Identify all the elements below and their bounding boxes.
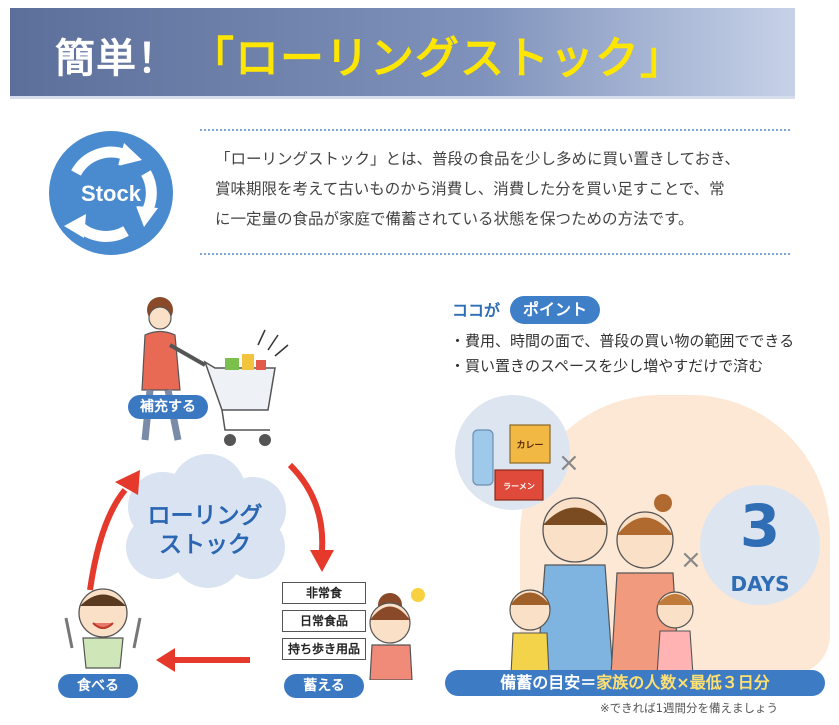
step-eat-label: 食べる [58, 674, 138, 698]
times-symbol-1: × [558, 448, 580, 478]
stock-cycle-icon: Stock [49, 131, 173, 255]
cycle-center-line-2: ストック [159, 532, 251, 558]
food-items-illustration: カレー ラーメン [472, 424, 551, 501]
store-item-daily-food: 日常食品 [282, 610, 366, 632]
guideline-note: ※できれば1週間分を備えましょう [600, 701, 778, 715]
cloud-shape [126, 454, 286, 588]
store-item-carry-goods: 持ち歩き用品 [282, 638, 366, 660]
divider-bottom [200, 253, 790, 255]
step-store-label: 蓄える [284, 674, 364, 698]
point-badge: ポイント [510, 296, 600, 324]
divider-top [200, 129, 790, 131]
guideline-prefix: 備蓄の目安＝ [500, 673, 597, 692]
cycle-center-line-1: ローリング [147, 503, 263, 529]
store-item-emergency-food: 非常食 [282, 582, 366, 604]
days-number: 3 [739, 492, 781, 560]
times-symbol-2: × [680, 545, 702, 575]
title-lead: 簡単！ [55, 36, 178, 82]
intro-line-1: 「ローリングストック」とは、普段の食品を少し多めに買い置きしておき、 [215, 150, 740, 168]
shopper-illustration [141, 297, 289, 446]
guideline-value: 家族の人数×最低３日分 [596, 673, 770, 692]
cycle-center-label: ローリング ストック [130, 502, 280, 560]
arrow-down-right [287, 462, 326, 551]
point-item-1: ・費用、時間の面で、普段の買い物の範囲でできる [450, 332, 795, 350]
days-label: DAYS [730, 572, 790, 596]
point-item-2: ・買い置きのスペースを少し増やすだけで済む [450, 357, 764, 375]
intro-line-3: に一定量の食品が家庭で備蓄されている状態を保つための方法です。 [215, 210, 694, 228]
curry-package-label: カレー [516, 440, 543, 451]
intro-line-2: 賞味期限を考えて古いものから消費し、消費した分を買い足すことで、常 [215, 180, 725, 198]
stock-icon-label: Stock [81, 181, 142, 206]
family-illustration [509, 494, 694, 675]
arrow-up-left [87, 488, 128, 591]
thinking-woman-illustration [369, 588, 425, 680]
ramen-package-label: ラーメン [503, 482, 535, 491]
days-circle [700, 485, 820, 605]
cycle-arrows [87, 462, 334, 672]
guideline-bar: 備蓄の目安＝家族の人数×最低３日分 [445, 670, 825, 696]
step-replenish-label: 補充する [128, 395, 208, 419]
intro-paragraph: 「ローリングストック」とは、普段の食品を少し多めに買い置きしておき、 賞味期限を… [215, 144, 795, 234]
header-banner [10, 8, 795, 96]
eating-child-illustration [64, 588, 142, 669]
page-title: 「ローリングストック」 [190, 33, 685, 84]
point-heading: ココが [452, 301, 501, 320]
header-shadow [10, 96, 795, 99]
